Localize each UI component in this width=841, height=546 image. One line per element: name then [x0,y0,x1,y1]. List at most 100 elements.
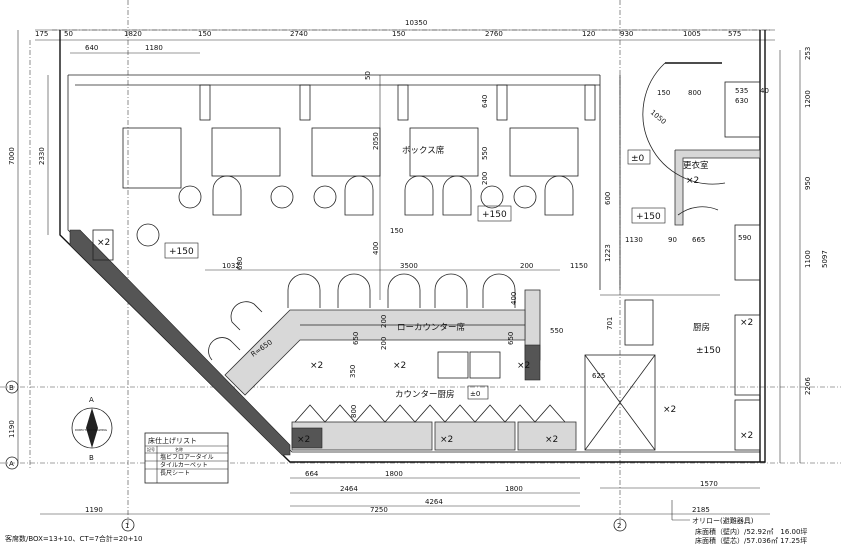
dimension-label: 1005 [683,30,701,38]
dimension-label: 200 [380,315,388,328]
quantity-mark: ×2 [393,361,406,371]
dimension-label: 600 [604,192,612,205]
dimension-label: 90 [668,236,677,244]
dimension-label: 7250 [370,506,388,514]
dimension-label: 664 [305,470,319,478]
dimension-label: 4264 [425,498,443,506]
dimension-label: 1800 [385,470,403,478]
dimension-label: 1223 [604,244,612,262]
dimension-label: 200 [520,262,533,270]
room-label-counter-kitchen: カウンター厨房 [395,389,455,400]
quantity-mark: ×2 [686,176,699,186]
dimension-label: 350 [349,365,357,378]
dimension-label: 253 [804,47,812,60]
dimension-label: 1800 [505,485,523,493]
dimension-label: 150 [392,30,405,38]
dimension-label: 1570 [700,480,718,488]
dimension-label: 665 [692,236,705,244]
room-label-kitchen: 厨房 [693,322,710,333]
legend-item: タイルカーペット [160,461,208,469]
room-label-locker: 更衣室 [683,160,709,171]
compass-label-bottom: B [89,454,94,462]
dimension-label: 1190 [85,506,103,514]
dimension-label: 800 [688,89,701,97]
floor-area-inner: 床面積（壁内）/52.92㎡ 16.00坪 [695,527,807,536]
dimension-label: 2760 [485,30,503,38]
dimension-label: 2185 [692,506,710,514]
legend-header-name: 名称 [175,446,183,452]
legend-item: 長尺シート [160,470,190,477]
dimension-label: 650 [507,332,515,345]
interior-dimensions: 1032 3500 200 1150 640 550 2050 150 200 … [222,71,769,418]
dimension-label: 400 [372,242,380,255]
kitchen-equipment [584,62,761,451]
floor-area-center: 床面積（壁芯）/57.036㎡ 17.25坪 [695,536,807,545]
dimension-label: 5097 [821,250,829,268]
legend-header-symbol: 記号 [147,446,155,452]
dimension-label: 1180 [145,44,163,52]
level-label: +150 [482,210,507,220]
dimension-label: 2740 [290,30,308,38]
level-label: +150 [169,247,194,257]
dimension-label: 200 [380,337,388,350]
grid-marker-a: A [9,460,14,468]
escape-equipment-note: オリロー(避難器具) [692,516,754,525]
dimension-label: 50 [64,30,73,38]
room-label-low-counter: ローカウンター席 [397,322,466,333]
dimension-label: 1050 [649,108,668,126]
quantity-mark: ×2 [97,238,110,248]
compass-label-top: A [89,396,94,404]
dimension-label: 40 [760,87,769,95]
dimension-lines [17,29,801,515]
dimension-label: 590 [738,234,751,242]
grid-marker-2: 2 [617,522,621,530]
dimension-label: 150 [198,30,211,38]
box-seating [92,84,596,261]
dimension-label: 535 [735,87,748,95]
quantity-mark: ×2 [440,435,453,445]
dimension-label: 2050 [372,132,380,150]
quantity-mark: ×2 [545,435,558,445]
quantity-mark: ×2 [740,318,753,328]
quantity-mark: ×2 [517,361,530,371]
dimension-label: 200 [481,172,489,185]
level-label: ±0 [631,154,645,164]
dimension-label: 1130 [625,236,643,244]
dimension-label: 1190 [8,420,16,438]
dimension-label: 650 [352,332,360,345]
dimension-label: 800 [350,405,358,418]
dimension-label: 1150 [570,262,588,270]
floor-finish-legend: 床仕上げリスト 記号 名称 塩ビフロアータイル タイルカーペット 長尺シート [144,432,229,484]
dimension-label: 630 [735,97,748,105]
quantity-mark: ×2 [740,431,753,441]
low-counter [208,273,526,396]
dimension-label: 2206 [804,377,812,395]
dimension-label: 120 [582,30,595,38]
dimension-label: 150 [390,227,403,235]
dimension-label: 400 [510,292,518,305]
dimension-label: 3500 [400,262,418,270]
level-label: +150 [636,212,661,222]
dimension-label: 550 [550,327,563,335]
counter-kitchen [291,404,577,451]
north-compass: A B DIRECTION DRAWING [71,396,113,462]
dimension-label: 50 [364,71,372,80]
dimension-label: 1820 [124,30,142,38]
grid-marker-1: 1 [125,522,129,530]
dimension-label: 2464 [340,485,358,493]
level-label: ±0 [470,390,480,398]
seat-count-note: 客席数/BOX=13+10、CT=7合計=20+10 [5,534,142,543]
dimension-label: 640 [85,44,98,52]
room-label-box-seats: ボックス席 [402,145,445,156]
level-label: ±150 [696,346,721,356]
dimension-label: 930 [620,30,633,38]
dimension-label: 550 [481,147,489,160]
dimension-label: 950 [804,177,812,190]
walls [59,30,766,463]
dimension-label: 7000 [8,147,16,165]
dimension-label: 150 [657,89,670,97]
grid-marker-b: B [9,384,14,392]
dimension-label: 175 [35,30,48,38]
legend-item: 塩ビフロアータイル [160,453,214,461]
